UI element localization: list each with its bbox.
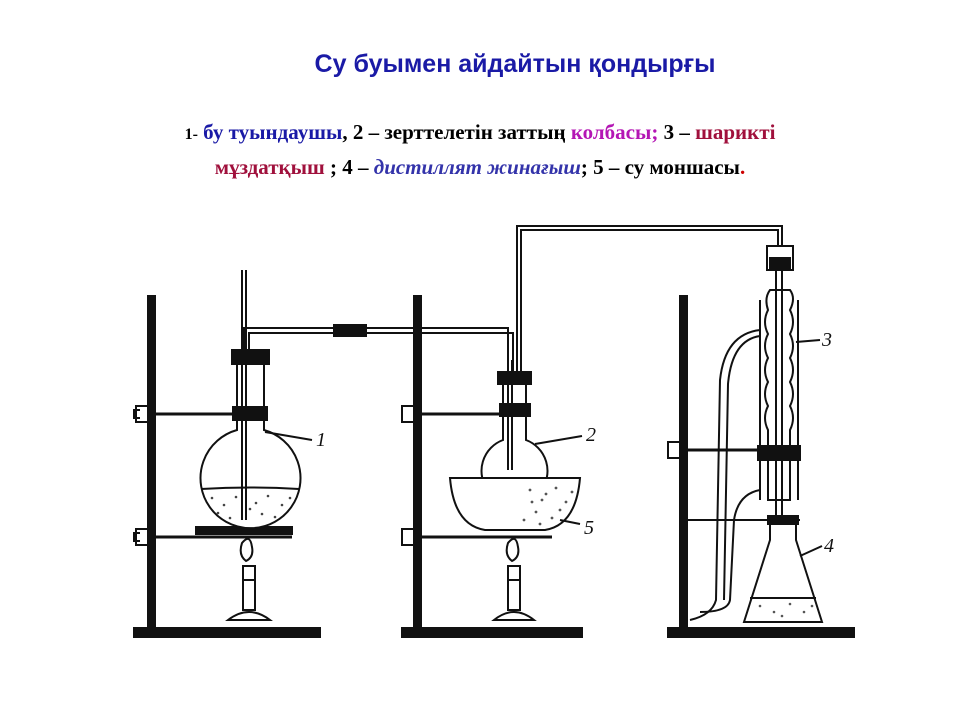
caption-term-steam-generator: бу туындаушы xyxy=(197,120,343,144)
leader-3 xyxy=(795,339,821,343)
label-1: 1 xyxy=(316,429,326,451)
leader-1 xyxy=(264,431,313,441)
label-5: 5 xyxy=(584,517,594,539)
steam-tube xyxy=(243,324,514,372)
caption-number-1: 1- xyxy=(184,126,198,143)
caption: 1- бу туындаушы, 2 – зерттелетін заттың … xyxy=(60,116,900,184)
page-title: Су буымен айдайтын қондырғы xyxy=(314,50,716,78)
ball-condenser xyxy=(689,245,801,621)
stand-3 xyxy=(667,295,855,638)
caption-term-condenser: мұздатқыш xyxy=(214,155,325,179)
leader-4 xyxy=(799,545,823,557)
caption-term-flask: колбасы; xyxy=(570,120,659,144)
distillate-tube xyxy=(516,225,783,372)
caption-part-2: , 2 – зерттелетін заттың xyxy=(342,120,571,144)
caption-part-5: ; 5 – су моншасы xyxy=(580,155,740,179)
leader-2 xyxy=(534,435,583,445)
stand-2 xyxy=(401,295,583,638)
burner-1 xyxy=(225,537,273,621)
leader-5 xyxy=(559,519,581,525)
caption-part-3: 3 – xyxy=(658,120,696,144)
caption-dot: . xyxy=(739,155,746,179)
water-bath xyxy=(448,477,582,531)
sample-flask xyxy=(480,360,549,505)
caption-part-4: ; 4 – xyxy=(324,155,374,179)
label-3: 3 xyxy=(821,329,832,351)
burner-2 xyxy=(491,537,537,621)
distillate-collector xyxy=(742,515,824,623)
stand-1 xyxy=(133,295,321,638)
label-2: 2 xyxy=(586,424,596,446)
steam-generator-flask xyxy=(199,270,302,530)
caption-term-ball: шарикті xyxy=(695,120,776,144)
caption-term-collector: дистиллят жинағыш xyxy=(373,155,581,179)
label-4: 4 xyxy=(824,535,834,557)
